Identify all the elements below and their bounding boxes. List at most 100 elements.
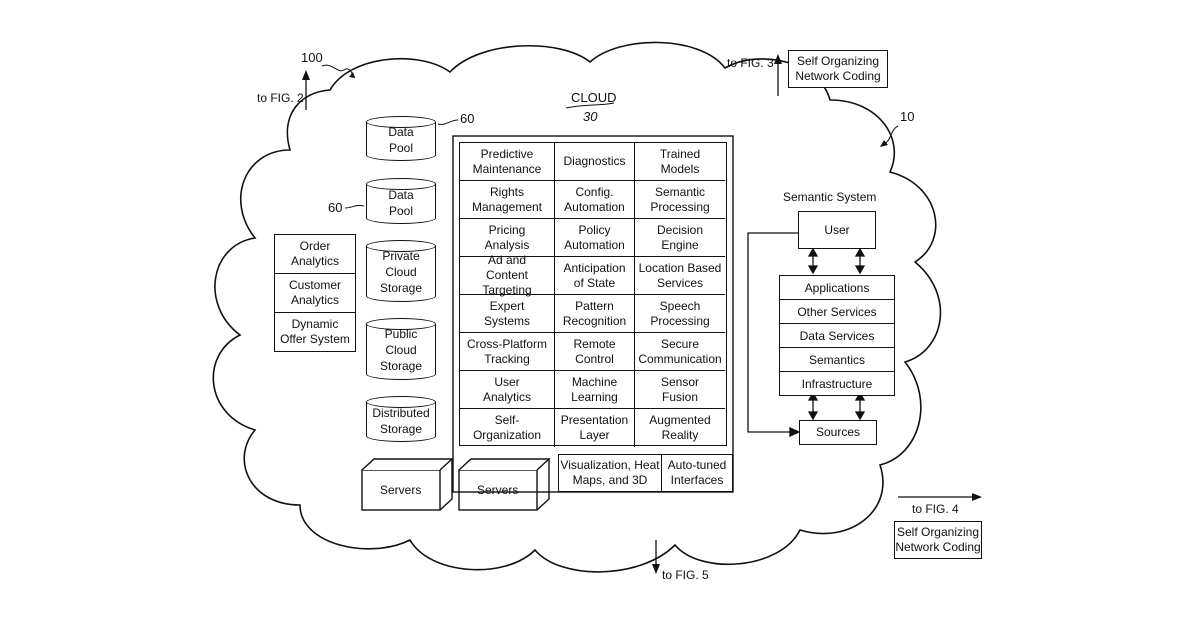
cylinder-distributed: DistributedStorage (366, 396, 436, 442)
service-cell: PricingAnalysis (460, 219, 555, 257)
servers-label-right: Servers (477, 483, 518, 497)
self-org-bottom-line2: Network Coding (895, 540, 980, 555)
service-cell-line: Secure (638, 337, 721, 352)
service-cell-line: Engine (657, 238, 703, 253)
service-cell: Ad andContent Targeting (460, 257, 555, 295)
service-cell-line: Speech (650, 299, 709, 314)
cylinder-data-pool-2: DataPool (366, 178, 436, 224)
service-cell-line: Machine (571, 375, 618, 390)
semantic-system-title: Semantic System (783, 190, 876, 204)
cyl4-line1: Public (366, 326, 436, 342)
service-cell-line: Maintenance (473, 162, 542, 177)
service-cell: DecisionEngine (635, 219, 725, 257)
service-cell-line: Automation (564, 238, 625, 253)
cylinder-data-pool-1: DataPool (366, 116, 436, 161)
user-box: User (798, 211, 876, 249)
service-cell-line: Pricing (485, 223, 530, 238)
service-cell-line: Sensor (661, 375, 699, 390)
service-cell-line: Config. (564, 185, 625, 200)
layer-other-services: Other Services (780, 300, 894, 324)
service-cell-line: Recognition (563, 314, 626, 329)
self-org-box-top: Self Organizing Network Coding (788, 50, 888, 88)
auto-tuned-box: Auto-tuned Interfaces (661, 454, 733, 492)
service-cell-line: Anticipation (563, 261, 625, 276)
service-cell: PolicyAutomation (555, 219, 635, 257)
service-cell-line: Learning (571, 390, 618, 405)
customer-analytics: CustomerAnalytics (275, 274, 355, 313)
service-cell-line: Semantic (650, 185, 709, 200)
service-cell-line: Cross-Platform (467, 337, 547, 352)
cyl1-line1: Data (366, 124, 436, 140)
dynamic-offer-system: DynamicOffer System (275, 313, 355, 351)
leader-10 (884, 126, 898, 144)
cyl5-line2: Storage (366, 421, 436, 437)
service-cell: Diagnostics (555, 143, 635, 181)
service-cell: SensorFusion (635, 371, 725, 409)
arrow-fig4-head (972, 493, 982, 501)
service-cell-line: Diagnostics (563, 154, 625, 169)
leader-60-top (438, 120, 458, 124)
service-cell-line: Ad and (461, 253, 553, 268)
service-cell-line: Management (472, 200, 542, 215)
service-cell: SemanticProcessing (635, 181, 725, 219)
service-cell: Anticipationof State (555, 257, 635, 295)
service-cell: MachineLearning (555, 371, 635, 409)
self-org-top-line1: Self Organizing (797, 54, 879, 69)
service-cell: UserAnalytics (460, 371, 555, 409)
service-cell: Cross-PlatformTracking (460, 333, 555, 371)
service-cell-line: Decision (657, 223, 703, 238)
semantic-layer-stack: Applications Other Services Data Service… (779, 275, 895, 396)
service-cell-line: Expert (484, 299, 530, 314)
service-cell: ExpertSystems (460, 295, 555, 333)
visualization-line2: Maps, and 3D (573, 473, 648, 488)
cyl2-line1: Data (366, 187, 436, 203)
leader-60-left (345, 205, 364, 208)
service-cell-line: Self- (473, 413, 541, 428)
service-cell: SecureCommunication (635, 333, 725, 371)
layer-data-services: Data Services (780, 324, 894, 348)
service-cell-line: User (483, 375, 531, 390)
sources-box: Sources (799, 420, 877, 445)
service-cell-line: Services (639, 276, 722, 291)
layer-applications: Applications (780, 276, 894, 300)
service-cell: RightsManagement (460, 181, 555, 219)
order-analytics: OrderAnalytics (275, 235, 355, 274)
service-cell-line: Policy (564, 223, 625, 238)
visualization-line1: Visualization, Heat (560, 458, 659, 473)
cyl3-line1: Private (366, 248, 436, 264)
service-cell-line: Fusion (661, 390, 699, 405)
service-cell-line: Presentation (561, 413, 628, 428)
cyl4-line3: Storage (366, 358, 436, 374)
service-cell-line: Organization (473, 428, 541, 443)
off-page-fig2: to FIG. 2 (257, 91, 304, 105)
service-cell-line: Communication (638, 352, 721, 367)
ref-60-top: 60 (460, 112, 474, 126)
service-cell-line: Analytics (483, 390, 531, 405)
service-cell-line: Remote (573, 337, 615, 352)
service-cell-line: Analysis (485, 238, 530, 253)
service-cell: PresentationLayer (555, 409, 635, 447)
off-page-fig4: to FIG. 4 (912, 502, 959, 516)
service-cell-line: Augmented (649, 413, 710, 428)
service-cell-line: Models (660, 162, 700, 177)
cyl5-line1: Distributed (366, 405, 436, 421)
auto-tuned-line1: Auto-tuned (668, 458, 727, 473)
layer-semantics: Semantics (780, 348, 894, 372)
service-cell-line: Processing (650, 314, 709, 329)
service-cell-line: Automation (564, 200, 625, 215)
cloud-title: CLOUD (571, 91, 617, 105)
cylinder-public-cloud: PublicCloudStorage (366, 318, 436, 380)
service-cell-line: Reality (649, 428, 710, 443)
service-cell-line: Location Based (639, 261, 722, 276)
cyl4-line2: Cloud (366, 342, 436, 358)
service-cell-line: Trained (660, 147, 700, 162)
service-cell-line: Tracking (467, 352, 547, 367)
service-cell-line: Systems (484, 314, 530, 329)
service-cell-line: Rights (472, 185, 542, 200)
service-cell: AugmentedReality (635, 409, 725, 447)
self-org-top-line2: Network Coding (795, 69, 880, 84)
service-cell: PredictiveMaintenance (460, 143, 555, 181)
service-cell: Self-Organization (460, 409, 555, 447)
arrow-fig5-head (652, 564, 660, 574)
cyl1-line2: Pool (366, 140, 436, 156)
